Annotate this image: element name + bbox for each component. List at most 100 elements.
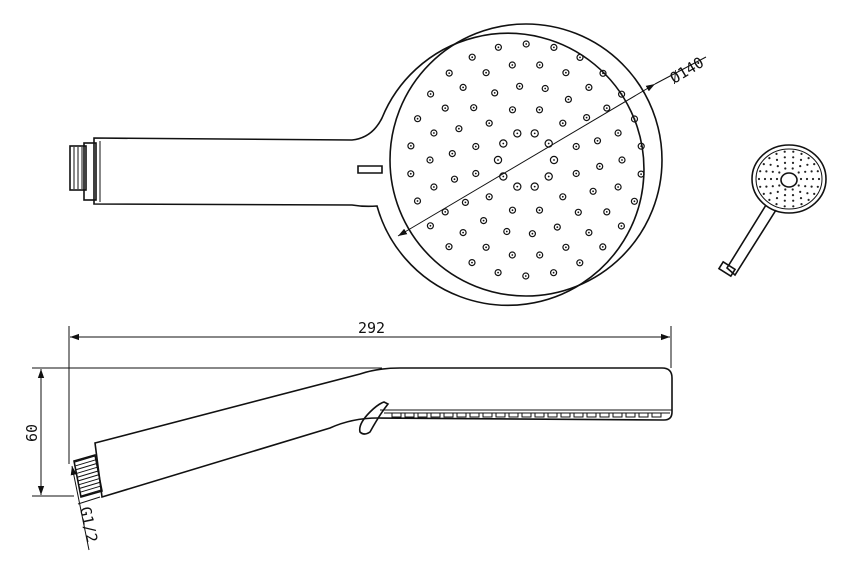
side-nozzle xyxy=(469,412,480,418)
nozzle-core xyxy=(633,200,636,203)
side-handle-outline xyxy=(94,367,673,499)
thumbnail-head xyxy=(751,144,827,214)
nozzle-core xyxy=(488,195,491,198)
nozzle-core xyxy=(531,232,534,235)
thumbnail-dot xyxy=(768,157,771,160)
nozzle-core xyxy=(620,93,623,96)
thumbnail-dot xyxy=(762,192,765,195)
thumbnail-dot xyxy=(799,177,803,181)
nozzle-core xyxy=(617,132,619,134)
thumbnail-dot xyxy=(783,161,787,164)
thumbnail-dot xyxy=(783,194,787,197)
thumbnail-dot xyxy=(813,163,816,166)
side-nozzle xyxy=(573,412,584,418)
height-label: 60 xyxy=(23,424,41,442)
nozzle-core xyxy=(578,261,581,264)
nozzle xyxy=(576,53,584,62)
nozzle xyxy=(549,269,558,277)
nozzle-core xyxy=(497,159,499,161)
nozzle-core xyxy=(511,254,514,256)
thumbnail-dot xyxy=(783,199,786,202)
nozzle-core xyxy=(524,275,527,277)
nozzle xyxy=(522,272,530,280)
side-nozzle xyxy=(417,412,428,418)
nozzle-core xyxy=(474,145,477,148)
nozzle-core xyxy=(444,211,447,213)
nozzle-core xyxy=(547,142,550,145)
nozzle-core xyxy=(567,98,570,101)
thumbnail-dot xyxy=(797,184,800,187)
thumbnail-dot xyxy=(792,205,795,208)
nozzle xyxy=(468,259,476,267)
thumbnail-dot xyxy=(799,190,802,193)
spray-head xyxy=(389,23,663,297)
thumbnail-dot xyxy=(762,163,765,166)
thumbnail-dot xyxy=(792,150,795,153)
slot-notch xyxy=(357,165,383,174)
nozzle xyxy=(599,243,607,251)
thumbnail-dot xyxy=(769,177,773,181)
nozzle-core xyxy=(553,46,555,49)
nozzle-core xyxy=(601,246,604,248)
nozzle xyxy=(482,69,490,77)
nozzle-core xyxy=(502,142,505,145)
nozzle-core xyxy=(518,85,521,88)
thumbnail-dot xyxy=(797,171,800,174)
thread-line xyxy=(75,459,96,467)
nozzle-core xyxy=(464,201,467,204)
thumbnail-dot xyxy=(810,170,813,173)
thread-line xyxy=(74,455,96,463)
side-nozzle xyxy=(586,412,597,418)
side-nozzle xyxy=(404,412,415,418)
thumbnail-dot xyxy=(783,150,786,153)
side-nozzle xyxy=(547,412,558,418)
diameter-label: Ø140 xyxy=(667,53,707,87)
nozzle xyxy=(536,251,544,259)
nozzle-core xyxy=(565,246,567,249)
thumbnail-dot xyxy=(799,197,803,200)
nozzle-core xyxy=(561,195,564,198)
nozzle-core xyxy=(453,178,456,181)
side-nozzle xyxy=(534,412,545,418)
side-nozzle-row xyxy=(391,412,662,418)
nozzle xyxy=(550,43,558,52)
nozzle-core xyxy=(458,127,460,130)
nozzle-core xyxy=(633,118,636,120)
nozzle-core xyxy=(433,186,435,188)
side-nozzle xyxy=(482,412,493,418)
thumbnail-dot xyxy=(775,158,779,161)
nozzle-core xyxy=(602,72,604,75)
thumbnail-dot xyxy=(804,185,807,188)
nozzle xyxy=(522,40,530,48)
thumbnail-dot xyxy=(769,163,772,166)
nozzle xyxy=(445,243,453,251)
thumbnail-dot xyxy=(765,170,768,173)
thread-leader xyxy=(70,465,90,551)
thumbnail-dot xyxy=(757,177,761,181)
thumbnail-dot xyxy=(816,170,819,173)
thumbnail-dot xyxy=(778,184,781,187)
side-view: 292 60 G1/2 xyxy=(23,319,673,551)
thumbnail-dot xyxy=(806,163,809,166)
nozzle-core xyxy=(561,122,564,125)
side-nozzle xyxy=(560,412,571,418)
length-label: 292 xyxy=(358,319,385,337)
thumbnail-dot xyxy=(784,188,787,191)
nozzle-core xyxy=(596,139,599,142)
nozzle-core xyxy=(538,108,541,111)
nozzle-core xyxy=(579,56,581,59)
nozzle xyxy=(482,243,490,251)
nozzle-core xyxy=(493,92,496,94)
nozzle-core xyxy=(471,261,473,264)
nozzle-core xyxy=(471,56,474,59)
nozzle-core xyxy=(511,209,514,212)
nozzle-core xyxy=(577,211,580,214)
thumbnail-dot xyxy=(768,198,771,201)
nozzle-core xyxy=(533,132,536,135)
thread-line xyxy=(78,478,100,486)
nozzle-core xyxy=(565,71,567,74)
nozzle xyxy=(445,69,453,77)
thumbnail-dot xyxy=(813,192,816,195)
nozzle-core xyxy=(588,86,590,89)
